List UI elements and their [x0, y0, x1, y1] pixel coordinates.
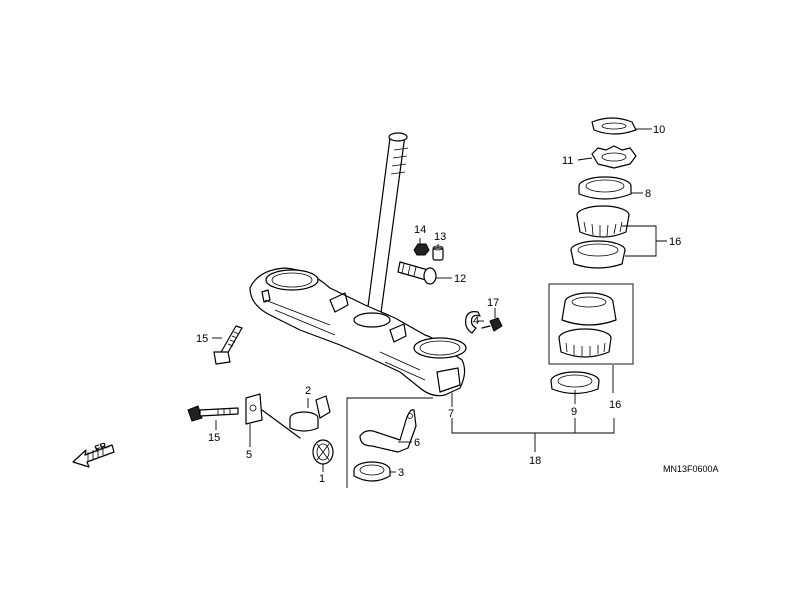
part-13-collar: [432, 245, 444, 261]
lower-bearing-frame: [548, 283, 634, 365]
callout-17: 17: [487, 297, 499, 309]
callout-13: 13: [434, 231, 446, 243]
part-12-bolt: [397, 261, 437, 285]
part-15-bolt-lower: [187, 405, 239, 422]
steering-stem-bottom-bridge: [249, 132, 467, 397]
callout-5: 5: [246, 449, 252, 461]
part-3-dust-seal: [353, 461, 391, 482]
callout-3: 3: [398, 467, 404, 479]
part-6-cable-guide: [359, 409, 417, 453]
part-16-upper-race: [570, 240, 626, 269]
callout-15-lower: 15: [208, 432, 220, 444]
part-2-clamp: [289, 395, 331, 432]
callout-15-upper: 15: [196, 333, 208, 345]
callout-6: 6: [414, 437, 420, 449]
callout-8: 8: [645, 188, 651, 200]
leader-lines: [212, 128, 667, 473]
subassembly-frame-left: [346, 397, 433, 488]
part-16-lower-bearing: [558, 328, 612, 358]
callout-1: 1: [319, 473, 325, 485]
callout-4: 4: [473, 315, 479, 327]
part-16-upper-bearing: [576, 205, 630, 238]
part-11-lock-nut: [591, 145, 637, 169]
front-direction-label: FR.: [93, 440, 110, 454]
part-4-clip: [465, 311, 481, 334]
callout-7: 7: [448, 408, 454, 420]
part-16-lower-race: [561, 292, 617, 326]
part-9-dust-seal: [550, 371, 600, 395]
part-15-bolt-upper: [213, 325, 243, 365]
callout-9: 9: [571, 406, 577, 418]
diagram-code: MN13F0600A: [663, 464, 719, 474]
callout-16-upper: 16: [669, 236, 681, 248]
callout-16-lower: 16: [609, 399, 621, 411]
callout-2: 2: [305, 385, 311, 397]
part-10-lock-washer: [591, 117, 637, 135]
part-14-nut: [413, 243, 430, 256]
front-direction-arrow-icon: [72, 444, 115, 468]
callout-11: 11: [562, 155, 573, 167]
part-5-bracket: [245, 393, 301, 439]
callout-18: 18: [529, 455, 541, 467]
part-17-bolt: [481, 317, 503, 332]
part-8-adjusting-nut: [578, 176, 632, 200]
callout-12: 12: [454, 273, 466, 285]
part-1-grommet: [312, 439, 334, 465]
callout-10: 10: [653, 124, 665, 136]
callout-14: 14: [414, 224, 426, 236]
